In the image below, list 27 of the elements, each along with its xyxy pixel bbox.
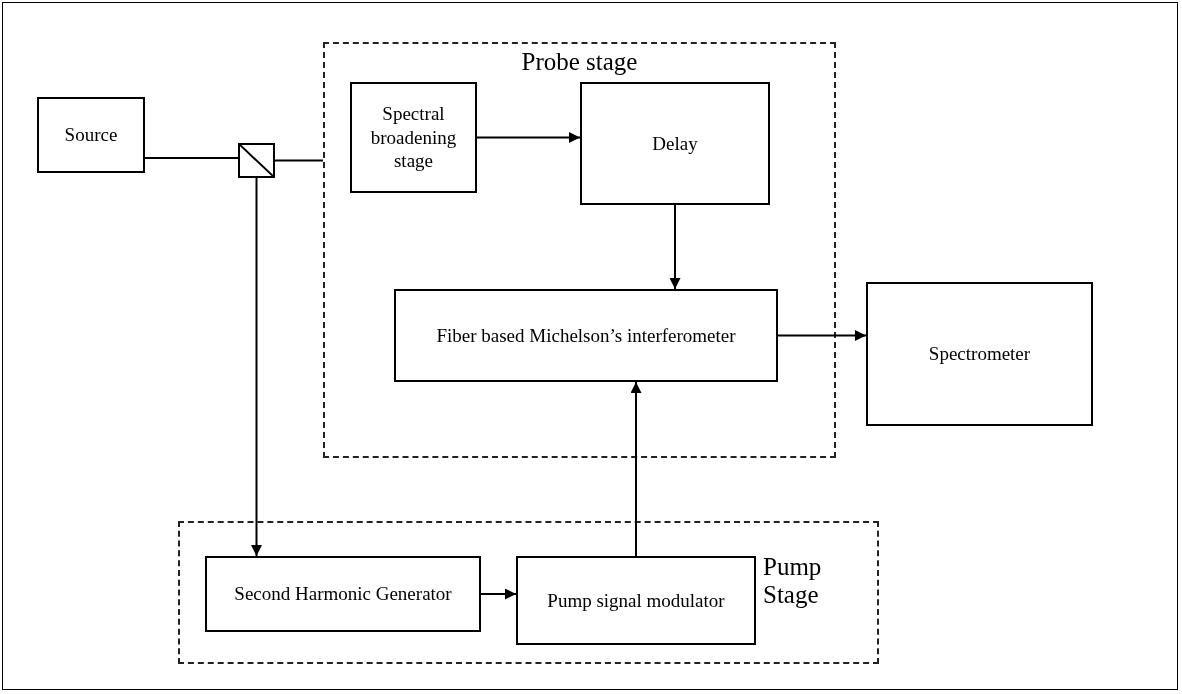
arrow [669, 204, 681, 290]
box-label: Spectral broadening stage [369, 101, 458, 174]
process-box [394, 289, 778, 382]
connector-line [144, 157, 239, 159]
process-box [350, 82, 477, 193]
process-box [580, 82, 770, 205]
box-label: Delay [652, 131, 698, 156]
dashed-stage-boundary [323, 42, 836, 458]
arrow [251, 177, 262, 557]
dashed-stage-boundary [178, 521, 879, 664]
process-box [37, 97, 145, 173]
process-box [205, 556, 481, 632]
box-label: Fiber based Michelson’s interferometer [436, 323, 736, 348]
connector-line [274, 159, 324, 162]
box-label: Source [64, 123, 118, 147]
process-box [866, 282, 1093, 426]
box-label: Second Harmonic Generator [234, 582, 452, 606]
arrow [476, 132, 581, 143]
arrow [777, 330, 867, 341]
arrow [630, 381, 642, 557]
box-label: Pump signal modulator [547, 588, 725, 613]
stage-title: Pump Stage [763, 553, 823, 608]
box-label: Spectrometer [928, 342, 1031, 366]
arrow [480, 588, 517, 600]
stage-title: Probe stage [520, 48, 639, 76]
beam-splitter [238, 143, 275, 178]
process-box [516, 556, 756, 645]
